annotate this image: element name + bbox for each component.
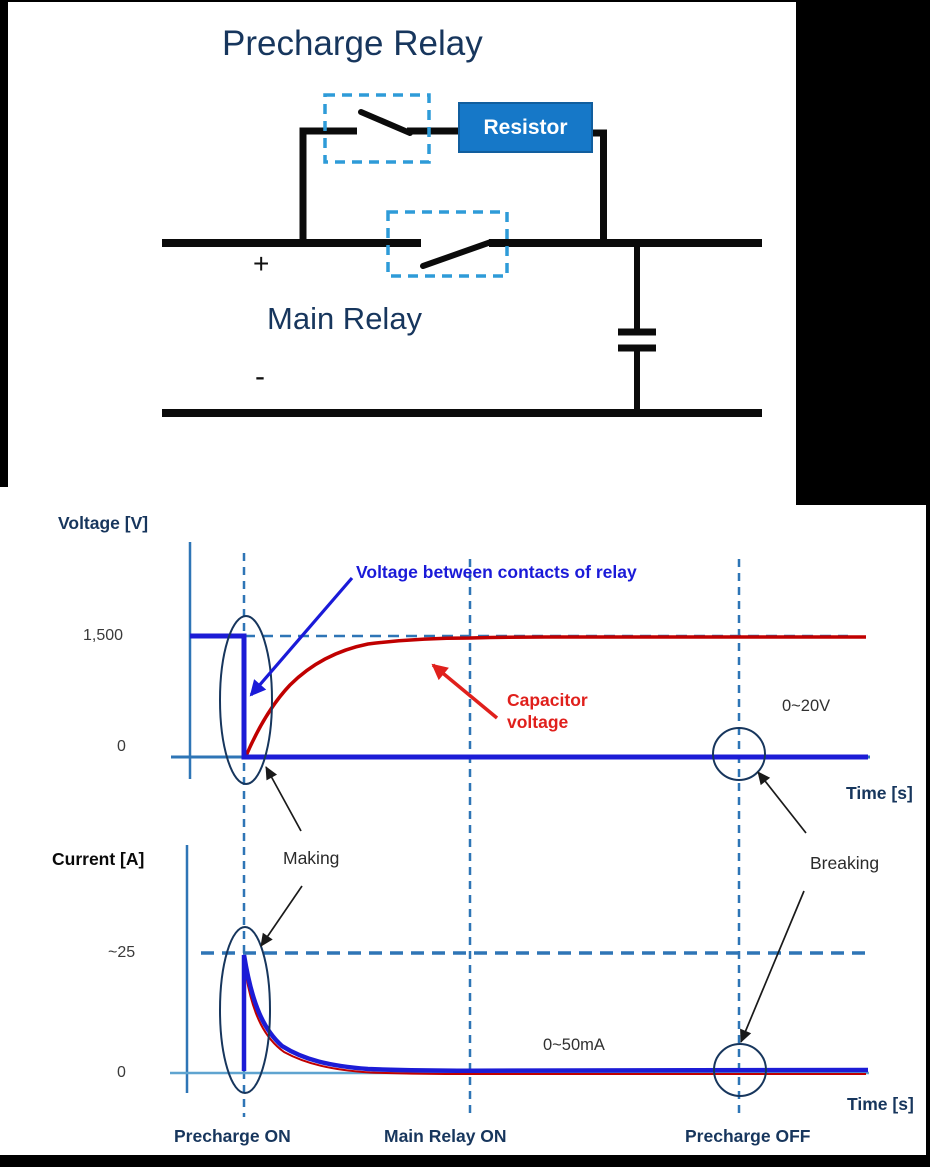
event-precharge-on: Precharge ON bbox=[174, 1126, 291, 1146]
resistor-right-wire bbox=[592, 129, 607, 243]
relay-contacts-voltage-curve bbox=[190, 633, 868, 760]
circuit-wiring bbox=[162, 109, 762, 417]
precharge-relay-box bbox=[323, 93, 431, 164]
breaking-label: Breaking bbox=[810, 853, 880, 873]
right-mask-block bbox=[796, 0, 930, 505]
contacts-note-arrow bbox=[249, 576, 354, 697]
voltage-range-note: 0~20V bbox=[782, 697, 831, 715]
event-highlights bbox=[219, 615, 767, 1097]
capacitor-voltage-curve bbox=[244, 635, 866, 757]
circuit-title: Precharge Relay bbox=[222, 24, 483, 63]
breaking-arrow-down bbox=[740, 890, 805, 1043]
current-axis-label: Current [A] bbox=[52, 849, 145, 869]
resistor-box: Resistor bbox=[458, 102, 593, 153]
precharge-current-curve bbox=[241, 954, 869, 1073]
current-curve-red-echo bbox=[245, 974, 866, 1075]
plus-terminal-label: + bbox=[253, 248, 270, 279]
voltage-time-label: Time [s] bbox=[846, 783, 913, 803]
voltage-tick-1500: 1,500 bbox=[83, 627, 124, 644]
making-arrow-down bbox=[260, 885, 303, 947]
voltage-axis-label: Voltage [V] bbox=[58, 513, 149, 533]
minus-terminal-label: - bbox=[255, 360, 265, 393]
current-breaking-circle bbox=[713, 1043, 767, 1097]
making-arrow-up bbox=[265, 766, 302, 832]
current-making-ellipse bbox=[219, 926, 271, 1094]
main-relay-label: Main Relay bbox=[267, 301, 423, 336]
top-border-bar bbox=[0, 0, 930, 2]
voltage-tick-0: 0 bbox=[117, 738, 126, 755]
voltage-breaking-circle bbox=[712, 727, 766, 781]
current-tick-25: ~25 bbox=[108, 944, 136, 961]
breaking-arrow-up bbox=[757, 771, 807, 834]
resistor-label: Resistor bbox=[483, 115, 568, 139]
voltage-making-ellipse bbox=[219, 615, 273, 785]
main-relay-switch-blade-icon bbox=[420, 239, 494, 269]
current-range-note: 0~50mA bbox=[543, 1036, 605, 1054]
annotation-arrows bbox=[249, 576, 807, 1043]
current-time-label: Time [s] bbox=[847, 1094, 914, 1114]
capacitor-note-arrow bbox=[431, 663, 499, 720]
right-edge-strip bbox=[926, 505, 930, 1155]
bottom-border-bar bbox=[0, 1155, 930, 1167]
precharge-switch-blade-icon bbox=[358, 109, 413, 136]
capacitor-voltage-note: Capacitor voltage bbox=[507, 690, 588, 732]
left-branch-wire bbox=[299, 127, 357, 246]
event-main-relay-on: Main Relay ON bbox=[384, 1126, 507, 1146]
event-precharge-off: Precharge OFF bbox=[685, 1126, 811, 1146]
current-tick-0: 0 bbox=[117, 1064, 126, 1081]
relay-highlight-boxes bbox=[323, 93, 509, 278]
contacts-voltage-note: Voltage between contacts of relay bbox=[356, 562, 637, 582]
making-label: Making bbox=[283, 848, 340, 868]
left-border-bar bbox=[0, 0, 8, 487]
main-relay-box bbox=[386, 210, 509, 278]
